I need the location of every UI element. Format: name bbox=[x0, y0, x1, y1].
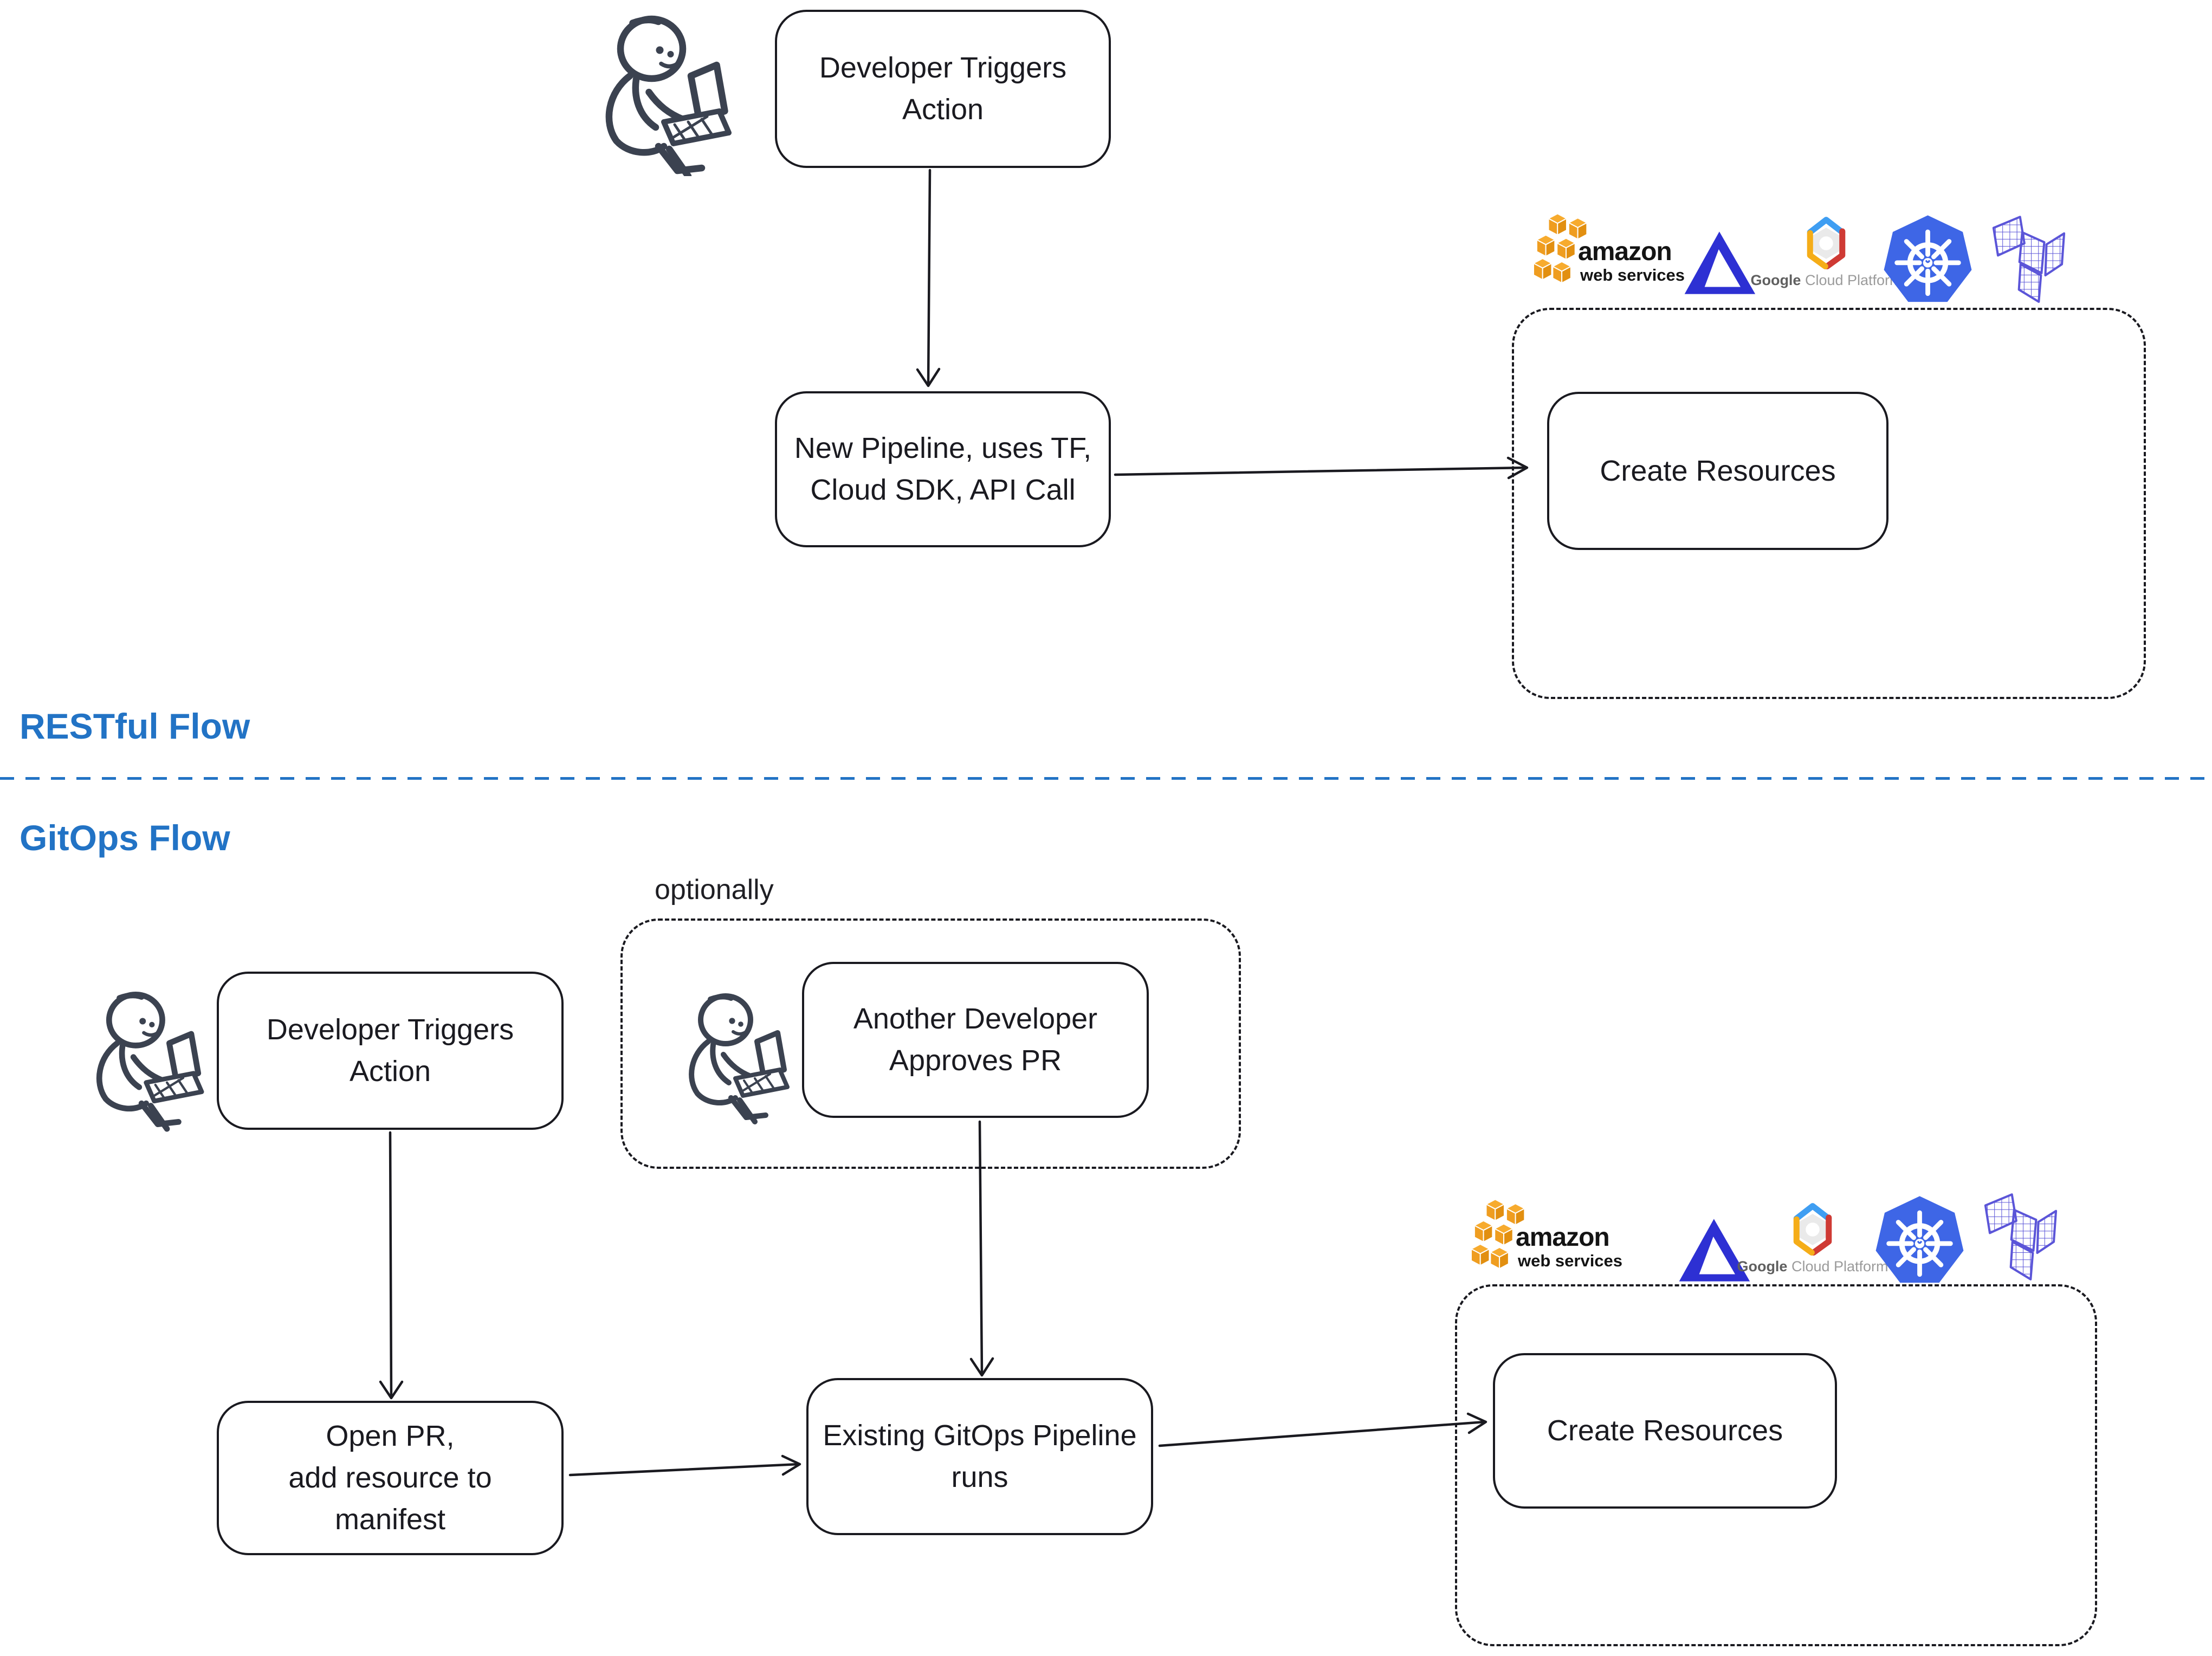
box-create-resources-gitops: Create Resources bbox=[1493, 1353, 1837, 1509]
gitops-flow-label: GitOps Flow bbox=[20, 818, 230, 858]
optionally-label: optionally bbox=[655, 874, 774, 905]
aws-icon: amazon web services bbox=[1534, 213, 1712, 305]
optional-approval-group bbox=[620, 918, 1241, 1169]
box-developer-triggers-action-gitops: Developer Triggers Action bbox=[217, 972, 564, 1130]
providers-group-gitops bbox=[1455, 1284, 2097, 1646]
aws-wordmark-sub: web services bbox=[1518, 1251, 1623, 1270]
aws-icon: amazon web services bbox=[1471, 1199, 1650, 1291]
arrow-openpr-to-pipeline-gitops bbox=[568, 1454, 801, 1477]
aws-wordmark: amazon bbox=[1516, 1223, 1610, 1252]
box-existing-gitops-pipeline: Existing GitOps Pipeline runs bbox=[806, 1378, 1153, 1535]
section-divider bbox=[0, 777, 2212, 780]
gcp-icon: Google Cloud Platform bbox=[1737, 1202, 1888, 1275]
arrow-pipeline-to-create-gitops bbox=[1158, 1412, 1487, 1447]
terraform-icon bbox=[1978, 1188, 2065, 1284]
gcp-wordmark: Google Cloud Platform bbox=[1750, 272, 1902, 288]
aws-cubes-icon bbox=[1471, 1199, 1525, 1270]
developer-figure-icon bbox=[605, 15, 732, 176]
aws-wordmark-sub: web services bbox=[1580, 266, 1685, 284]
restful-flow-label: RESTful Flow bbox=[20, 706, 250, 746]
box-new-pipeline: New Pipeline, uses TF, Cloud SDK, API Ca… bbox=[775, 391, 1111, 547]
box-developer-triggers-action-restful: Developer Triggers Action bbox=[775, 10, 1111, 168]
azure-icon bbox=[1677, 229, 1764, 297]
box-create-resources-restful: Create Resources bbox=[1547, 392, 1888, 550]
kubernetes-icon bbox=[1878, 213, 1978, 308]
developer-figure-icon bbox=[689, 993, 790, 1124]
aws-wordmark: amazon bbox=[1578, 237, 1672, 266]
arrow-trigger-to-pipeline-restful bbox=[916, 169, 941, 387]
developer-figure-icon bbox=[96, 992, 204, 1132]
providers-group-restful bbox=[1512, 308, 2146, 699]
box-open-pr-add-resource: Open PR, add resource to manifest bbox=[217, 1401, 564, 1555]
box-another-developer-approves-pr: Another Developer Approves PR bbox=[802, 962, 1149, 1118]
arrow-pipeline-to-create-restful bbox=[1114, 456, 1529, 480]
gcp-wordmark: Google Cloud Platform bbox=[1737, 1258, 1888, 1275]
arrow-trigger-to-openpr-gitops bbox=[379, 1131, 404, 1400]
kubernetes-icon bbox=[1870, 1194, 1970, 1289]
terraform-icon bbox=[1986, 210, 2073, 307]
aws-cubes-icon bbox=[1534, 213, 1588, 284]
gcp-icon: Google Cloud Platform bbox=[1750, 216, 1902, 289]
azure-icon bbox=[1672, 1217, 1758, 1284]
